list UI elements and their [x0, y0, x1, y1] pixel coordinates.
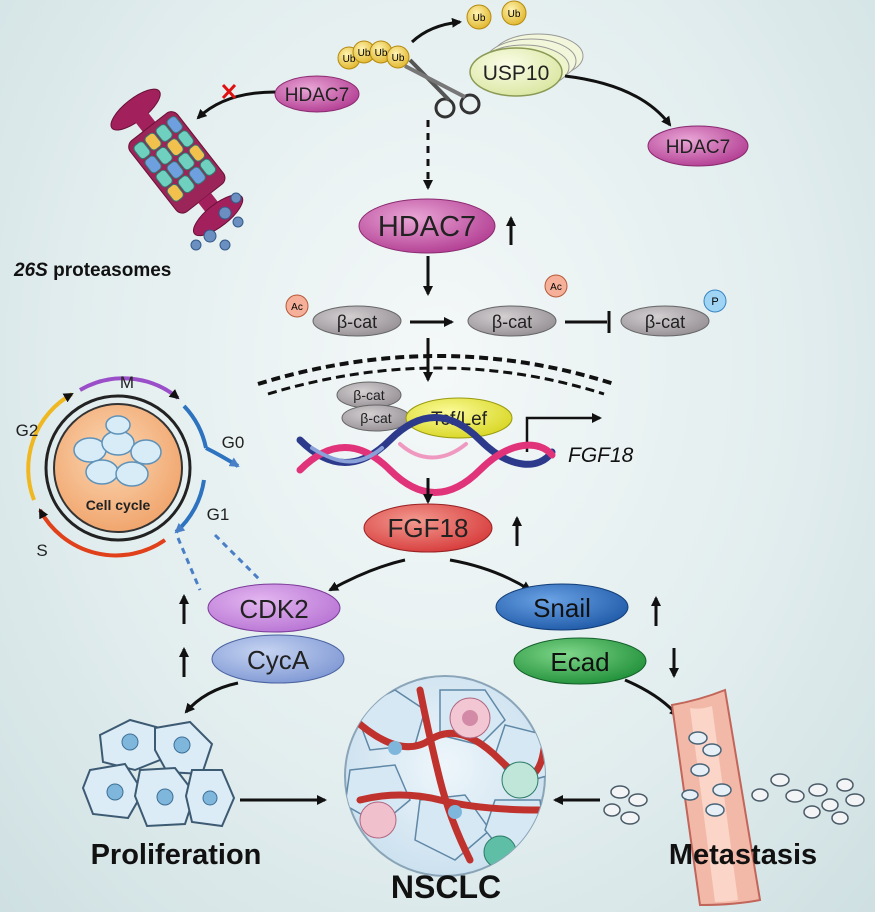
- hdac7-center: [358, 198, 496, 254]
- hdac7-deubiquitinated-label: HDAC7: [666, 137, 730, 158]
- cdk2-cell-cycle-link: [176, 537, 202, 591]
- transcription-start-arrow: [525, 413, 602, 452]
- hdac7-center-label: HDAC7: [378, 211, 476, 243]
- phosphate-label: P: [711, 296, 718, 308]
- tcf-lef-label: Tcf/Lef: [431, 409, 488, 430]
- ecad: [513, 637, 647, 685]
- fgf18-protein: [363, 503, 493, 553]
- proteasome-icon: [110, 88, 244, 237]
- snail: [495, 583, 629, 631]
- cdk2-cell-cycle-link: [213, 533, 262, 582]
- hdac7-ubiquitinated: [274, 75, 360, 113]
- cell-cycle-label: Cell cycle: [86, 497, 151, 513]
- peptide-fragments: [190, 192, 244, 251]
- nsclc-label: NSCLC: [391, 869, 501, 905]
- beta-catenin-label: β-cat: [360, 410, 392, 426]
- usp10-protein: USP10: [469, 33, 584, 97]
- cyca: [211, 634, 345, 684]
- nuclear-membrane-outer: [257, 354, 615, 386]
- beta-catenin-label: β-cat: [337, 312, 377, 332]
- hdac7-ubiquitinated-label: HDAC7: [285, 85, 349, 106]
- beta-catenin-label: β-cat: [645, 312, 685, 332]
- beta-catenin-label: β-cat: [353, 387, 385, 403]
- ub-label: Ub: [358, 48, 371, 59]
- blocked-x-icon: [221, 83, 237, 100]
- ecad-to-metastasis-arrow: [624, 678, 680, 718]
- circulating-tumor-cells: [603, 773, 865, 825]
- usp10-label: USP10: [483, 62, 550, 85]
- proliferating-cells: [81, 718, 236, 828]
- ubiquitin-cluster: Ub Ub Ub Ub: [337, 40, 410, 70]
- ub-label: Ub: [473, 13, 486, 24]
- nsclc-tumor-illustration: [344, 675, 546, 877]
- tcf-lef: [405, 397, 513, 439]
- phase-g0-label: G0: [222, 433, 245, 452]
- beta-catenin-phosphorylated: [620, 305, 710, 337]
- ub-label: Ub: [343, 54, 356, 65]
- metastasis-label: Metastasis: [669, 839, 817, 871]
- nuclear-membrane-inner: [267, 366, 605, 396]
- acetyl-label: Ac: [291, 302, 303, 313]
- ub-release-arrow: [410, 17, 462, 44]
- ecad-label: Ecad: [550, 647, 609, 677]
- dna-helix: [296, 414, 556, 496]
- proteasome-label: 26S proteasomes: [13, 260, 171, 281]
- degradation-blocked-arrow: [196, 90, 276, 120]
- usp10-to-hdac7-arrow: [564, 74, 672, 127]
- cdk2: [207, 583, 341, 633]
- phase-s-label: S: [36, 541, 47, 560]
- acetyl-label: Ac: [550, 282, 562, 293]
- snail-label: Snail: [533, 593, 591, 623]
- fgf18-to-cdk2-arrow: [328, 558, 406, 592]
- acetyl-group: [285, 294, 309, 318]
- acetyl-group-removed: [544, 274, 568, 298]
- proteasome-label-rest: proteasomes: [48, 260, 172, 281]
- phase-g2-label: G2: [16, 421, 39, 440]
- beta-catenin-deacetylated: [467, 305, 557, 337]
- hdac7-deubiquitinated: [647, 125, 749, 167]
- fgf18-to-snail-arrow: [449, 558, 532, 592]
- blood-vessel-metastasis: [670, 688, 762, 907]
- cell-cycle-diagram: Cell cycle M G2 G0 G1 S: [16, 373, 245, 560]
- phosphate-group: [703, 289, 727, 313]
- fgf18-gene-label: FGF18: [568, 444, 634, 467]
- scissors-icon: [404, 58, 481, 119]
- cdk2-label: CDK2: [239, 594, 308, 624]
- released-ubiquitin: Ub Ub: [466, 0, 527, 30]
- ub-label: Ub: [508, 9, 521, 20]
- phase-m-label: M: [120, 373, 134, 392]
- beta-catenin-acetylated: [312, 305, 402, 337]
- phase-g1-label: G1: [207, 505, 230, 524]
- fgf18-protein-label: FGF18: [388, 513, 469, 543]
- ub-label: Ub: [375, 48, 388, 59]
- proteasome-label-italic: 26S: [13, 260, 48, 281]
- ub-label: Ub: [392, 53, 405, 64]
- proliferation-label: Proliferation: [91, 839, 262, 871]
- cyca-to-proliferation-arrow: [184, 681, 239, 714]
- cyca-label: CycA: [247, 645, 310, 675]
- beta-catenin-label: β-cat: [492, 312, 532, 332]
